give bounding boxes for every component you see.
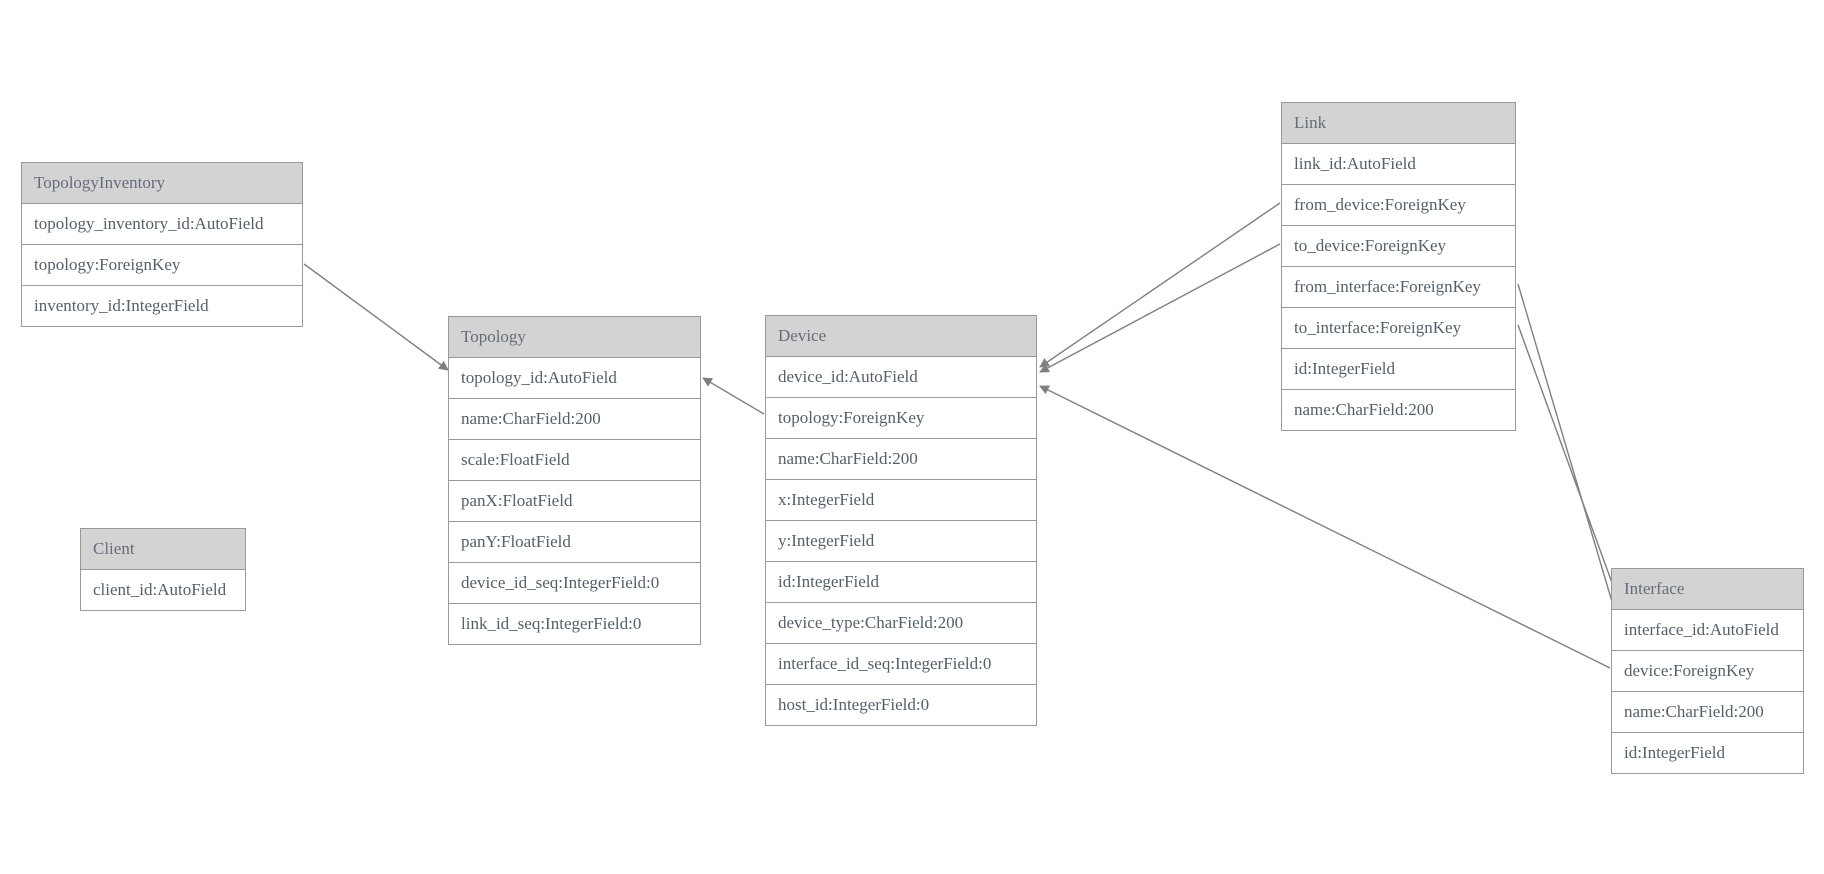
entity-field: name:CharField:200 [1282,390,1515,431]
entity-field: x:IntegerField [766,480,1036,521]
rel-device-topology [702,377,765,415]
entity-title-topology: Topology [449,317,700,358]
entity-field: device_id:AutoField [766,357,1036,398]
entity-field: name:CharField:200 [1612,692,1803,733]
entity-field: to_device:ForeignKey [1282,226,1515,267]
entity-field: name:CharField:200 [449,399,700,440]
entity-field: y:IntegerField [766,521,1036,562]
entity-field: client_id:AutoField [81,570,245,611]
entity-field: scale:FloatField [449,440,700,481]
entity-field: id:IntegerField [1612,733,1803,774]
entity-field: topology_inventory_id:AutoField [22,204,302,245]
entity-field: device:ForeignKey [1612,651,1803,692]
entity-field: interface_id_seq:IntegerField:0 [766,644,1036,685]
entity-field: name:CharField:200 [766,439,1036,480]
rel-link-from-interface [1517,283,1621,623]
entity-field: panY:FloatField [449,522,700,563]
entity-field: panX:FloatField [449,481,700,522]
entity-field: interface_id:AutoField [1612,610,1803,651]
entity-field: topology_id:AutoField [449,358,700,399]
entity-title-link: Link [1282,103,1515,144]
entity-field: from_interface:ForeignKey [1282,267,1515,308]
entity-field: device_type:CharField:200 [766,603,1036,644]
entity-field: id:IntegerField [1282,349,1515,390]
entity-title-device: Device [766,316,1036,357]
entity-field: host_id:IntegerField:0 [766,685,1036,726]
rel-link-from-device [1039,202,1281,368]
entity-field: id:IntegerField [766,562,1036,603]
entity-field: link_id:AutoField [1282,144,1515,185]
entity-field: device_id_seq:IntegerField:0 [449,563,700,604]
entity-title-interface: Interface [1612,569,1803,610]
entity-title-client: Client [81,529,245,570]
rel-topologyinventory-topology [303,263,449,371]
entity-field: topology:ForeignKey [766,398,1036,439]
entity-title-topology_inventory: TopologyInventory [22,163,302,204]
entity-field: to_interface:ForeignKey [1282,308,1515,349]
entity-field: link_id_seq:IntegerField:0 [449,604,700,645]
entity-field: inventory_id:IntegerField [22,286,302,327]
entity-field: topology:ForeignKey [22,245,302,286]
rel-link-to-device [1039,243,1281,373]
entity-field: from_device:ForeignKey [1282,185,1515,226]
